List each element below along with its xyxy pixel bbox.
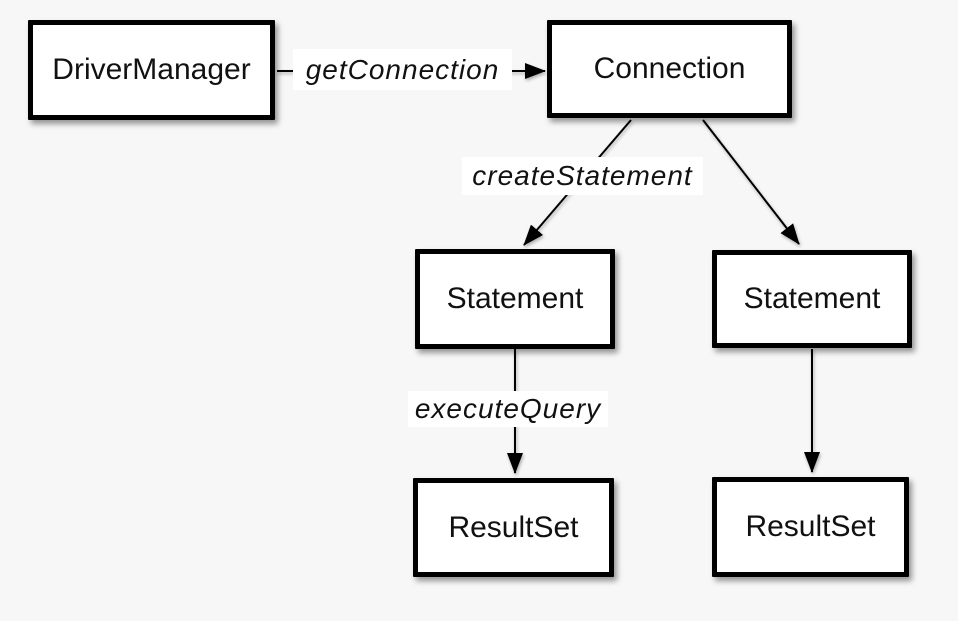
- node-resultset-left: ResultSet: [413, 478, 614, 577]
- edge-label-createstatement: createStatement: [462, 157, 703, 195]
- edge-connection-statement-right-line: [702, 119, 800, 245]
- edge-label-executequery: executeQuery: [408, 391, 608, 427]
- node-connection-label: Connection: [593, 52, 746, 85]
- node-statement-left: Statement: [415, 249, 615, 349]
- edge-label-getconnection: getConnection: [293, 49, 512, 90]
- node-drivermanager: DriverManager: [28, 20, 275, 120]
- node-resultset-right: ResultSet: [712, 477, 909, 577]
- node-connection: Connection: [547, 20, 792, 118]
- node-resultset-right-label: ResultSet: [745, 510, 876, 543]
- node-statement-right-label: Statement: [743, 282, 881, 315]
- node-resultset-left-label: ResultSet: [448, 510, 579, 544]
- node-drivermanager-label: DriverManager: [52, 53, 251, 86]
- node-statement-right: Statement: [712, 250, 912, 348]
- node-statement-left-label: Statement: [446, 282, 584, 315]
